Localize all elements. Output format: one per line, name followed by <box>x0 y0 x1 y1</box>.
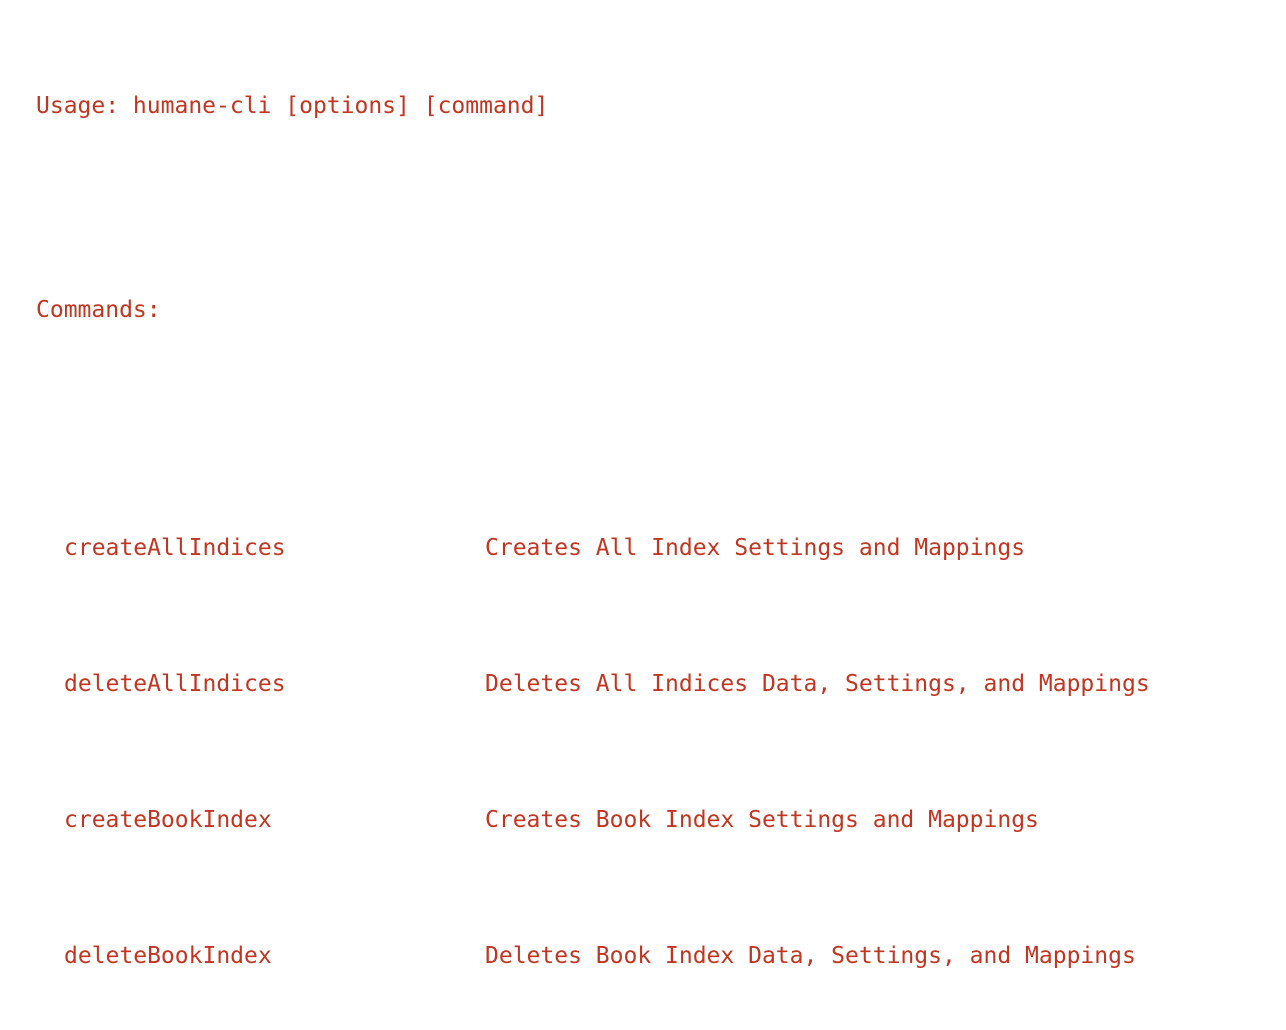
command-name: deleteAllIndices <box>64 671 286 697</box>
command-description: Creates Book Index Settings and Mappings <box>485 807 1039 833</box>
commands-list: createAllIndices Creates All Index Setti… <box>36 463 1286 1030</box>
command-row: createAllIndices Creates All Index Setti… <box>36 531 1286 565</box>
command-description: Deletes All Indices Data, Settings, and … <box>485 671 1150 697</box>
command-description: Deletes Book Index Data, Settings, and M… <box>485 943 1136 969</box>
command-row: deleteBookIndex Deletes Book Index Data,… <box>36 939 1286 973</box>
commands-header: Commands: <box>36 297 161 323</box>
command-description: Creates All Index Settings and Mappings <box>485 535 1026 561</box>
command-name: createAllIndices <box>64 535 286 561</box>
command-name: deleteBookIndex <box>64 943 272 969</box>
command-name: createBookIndex <box>64 807 272 833</box>
usage-line: Usage: humane-cli [options] [command] <box>36 93 549 119</box>
command-row: deleteAllIndices Deletes All Indices Dat… <box>36 667 1286 701</box>
command-row: createBookIndex Creates Book Index Setti… <box>36 803 1286 837</box>
